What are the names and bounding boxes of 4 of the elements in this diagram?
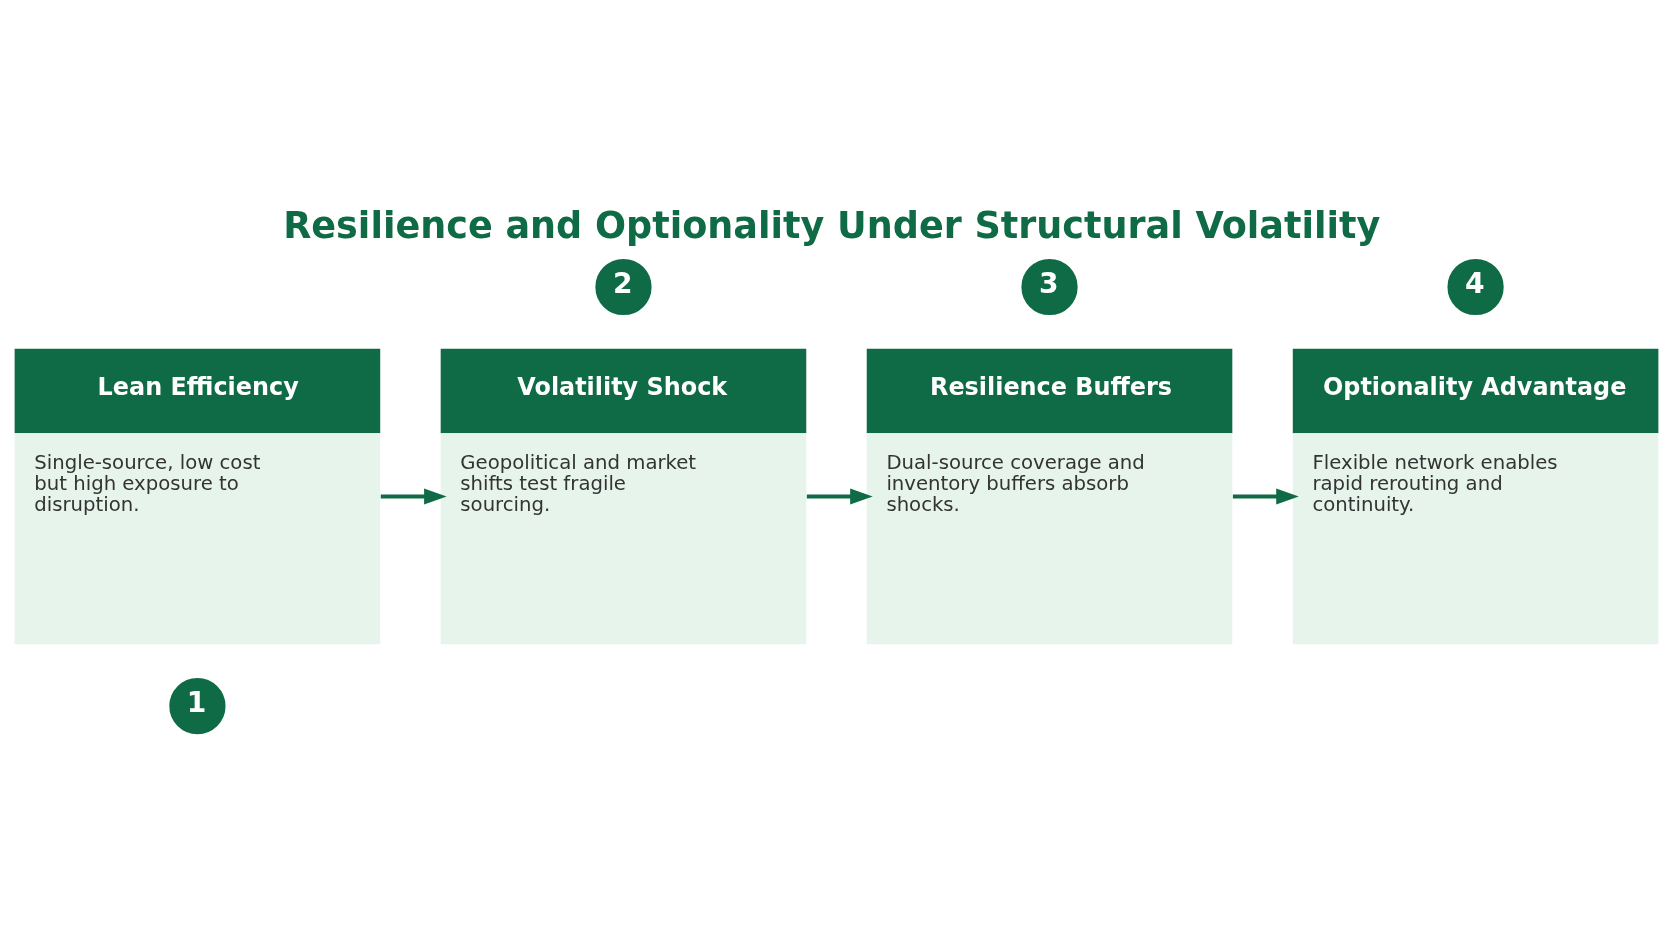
arrow [1232,488,1299,504]
arrow [806,488,873,504]
arrow [380,488,447,504]
diagram-title: Resilience and Optionality Under Structural Volatility [282,203,1380,247]
